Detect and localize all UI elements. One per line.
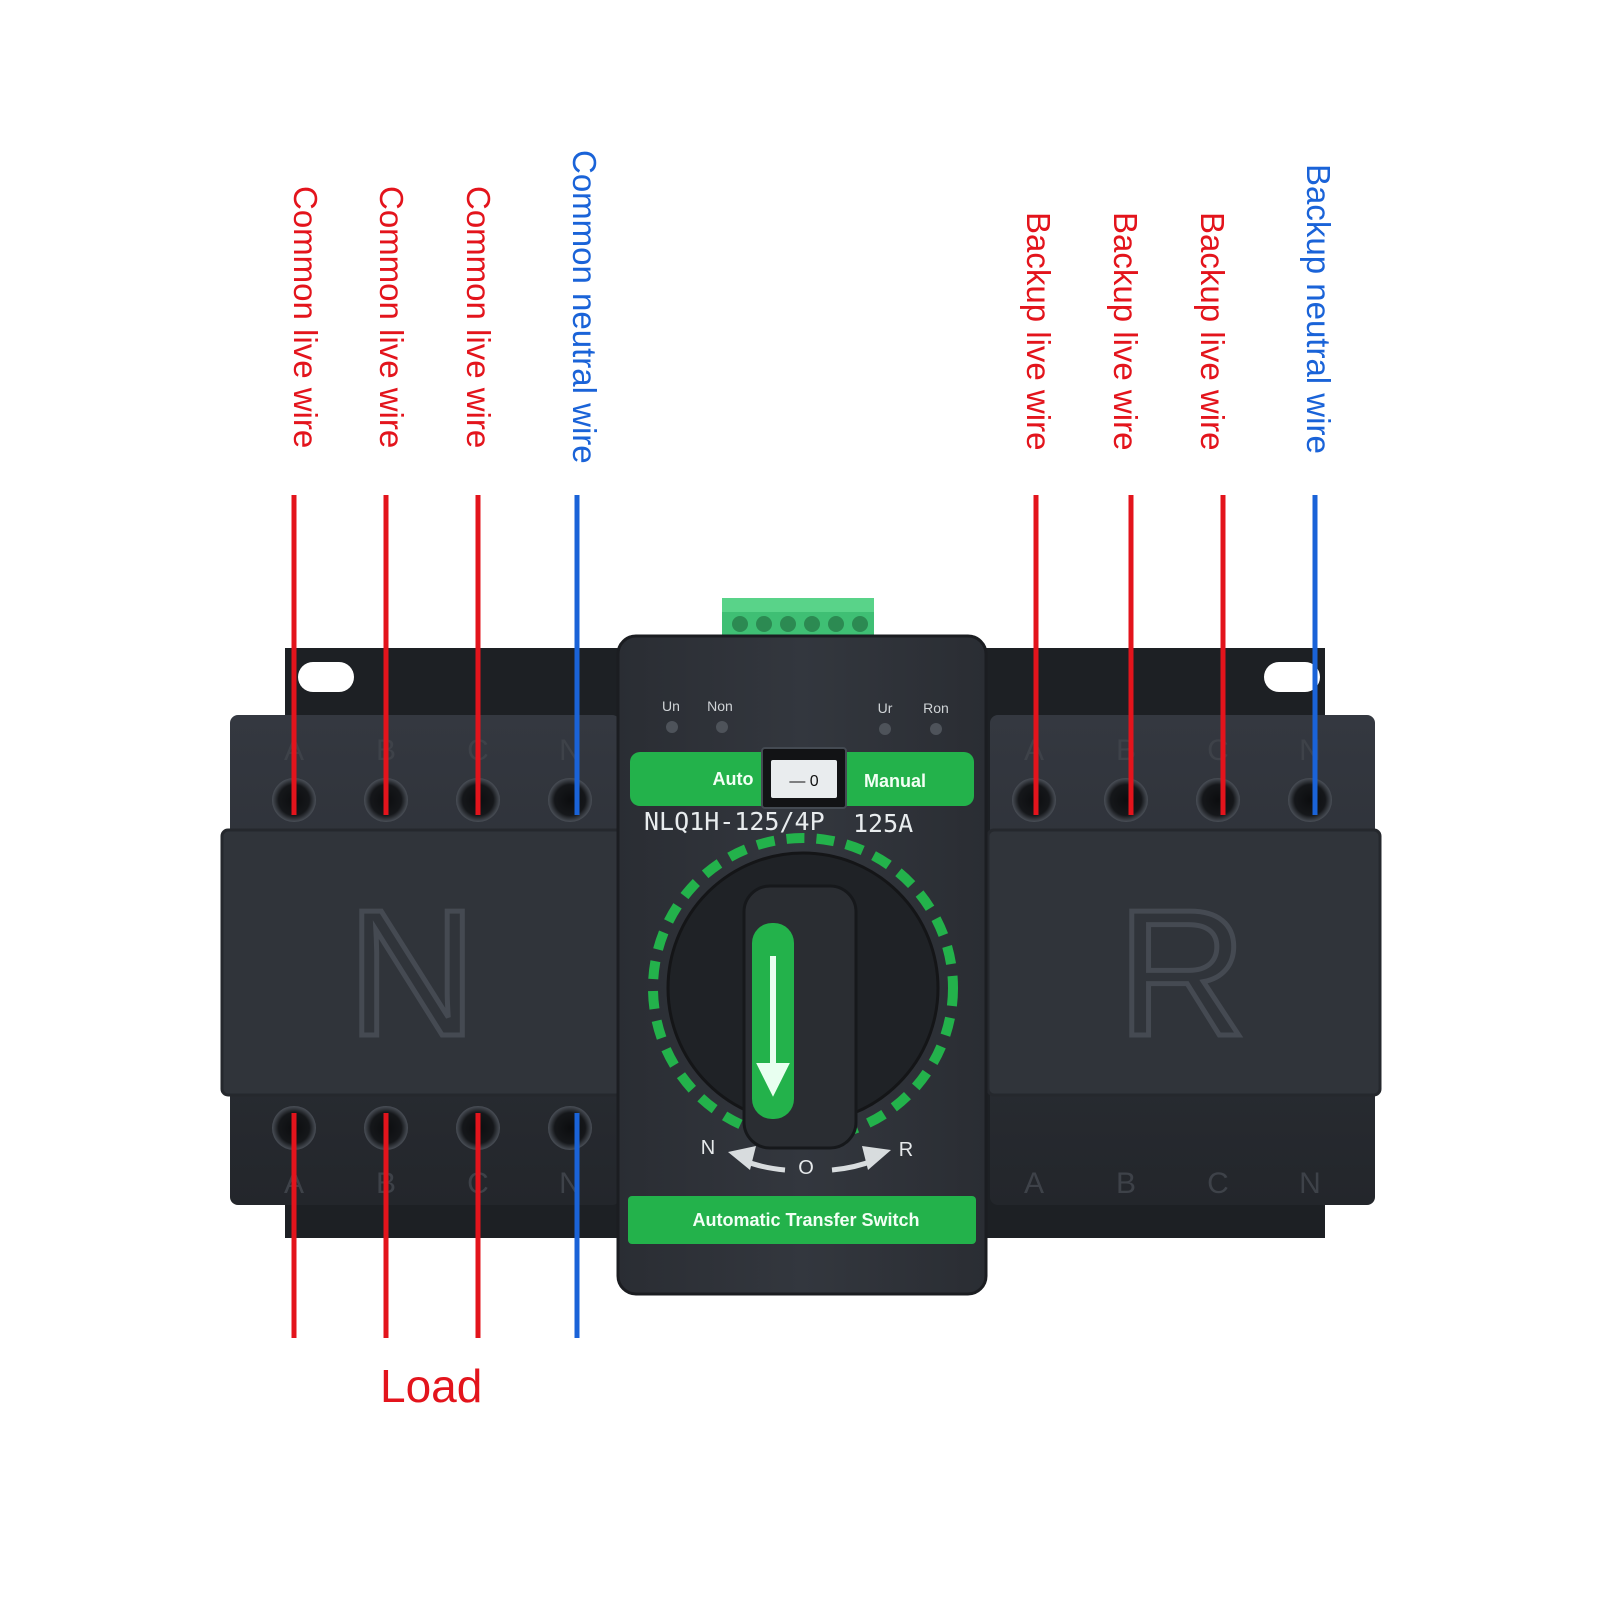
control-terminal-connector <box>722 598 874 638</box>
terminal-letter-bottom-right-c: C <box>1207 1167 1229 1200</box>
footer-strip <box>628 1196 976 1244</box>
right-block-face <box>986 828 1382 1097</box>
rotary-handle[interactable] <box>742 884 858 1150</box>
terminal-letter-top-right-c: C <box>1207 734 1229 767</box>
terminal-hole-bottom-left-n <box>548 1106 592 1150</box>
terminal-letter-bottom-right-b: B <box>1116 1167 1136 1200</box>
terminal-letter-top-right-n: N <box>1299 734 1321 767</box>
switch-body: N R A B C N A B C N A B C N A B C N <box>220 598 1382 1296</box>
indicator-led-ron <box>930 723 942 735</box>
label-common-neutral: Common neutral wire <box>566 150 603 464</box>
terminal-letter-bottom-right-a: A <box>1024 1167 1044 1200</box>
position-o: O <box>798 1157 814 1179</box>
mounting-slot-right <box>1264 662 1320 692</box>
mode-auto-label: Auto <box>713 769 754 789</box>
rotate-left-arrowhead <box>728 1146 756 1170</box>
label-common-live-1: Common live wire <box>287 186 324 448</box>
wire-labels: Common live wire Common live wire Common… <box>287 150 1337 1412</box>
handle-arrow-icon <box>756 956 790 1097</box>
label-backup-live-2: Backup live wire <box>1107 212 1144 450</box>
indicator-led-ur <box>879 723 891 735</box>
terminal-hole-top-right-n <box>1288 778 1332 822</box>
model-number: NLQ1H-125/4P <box>644 807 825 836</box>
terminal-hole-top-right-c <box>1196 778 1240 822</box>
indicator-label-un: Un <box>662 698 680 714</box>
position-n: N <box>701 1137 715 1159</box>
left-block-letter: N <box>347 873 477 1074</box>
label-backup-live-3: Backup live wire <box>1194 212 1231 450</box>
current-rating: 125A <box>853 809 913 838</box>
label-backup-live-1: Backup live wire <box>1020 212 1057 450</box>
mounting-slot-left <box>298 662 354 692</box>
indicator-label-non: Non <box>707 698 733 714</box>
mode-manual-label: Manual <box>864 771 926 791</box>
indicator-led-un <box>666 721 678 733</box>
right-block-letter: R <box>1117 873 1247 1074</box>
position-r: R <box>899 1139 913 1161</box>
indicator-label-ron: Ron <box>923 700 949 716</box>
indicator-label-ur: Ur <box>878 700 893 716</box>
label-load: Load <box>380 1360 482 1412</box>
terminal-hole-top-left-n <box>548 778 592 822</box>
wires <box>291 495 1318 1338</box>
rotate-right-arrowhead <box>862 1146 891 1170</box>
footer-title: Automatic Transfer Switch <box>692 1210 919 1230</box>
label-backup-neutral: Backup neutral wire <box>1300 164 1337 454</box>
dial-ring <box>648 833 958 1143</box>
label-common-live-2: Common live wire <box>373 186 410 448</box>
rocker-switch-marks: — 0 <box>789 773 818 790</box>
label-common-live-3: Common live wire <box>460 186 497 448</box>
terminal-letter-bottom-right-n: N <box>1299 1167 1321 1200</box>
auto-manual-rocker-switch[interactable]: — 0 <box>761 747 847 809</box>
terminal-hole-top-right-b <box>1104 778 1148 822</box>
indicator-led-non <box>716 721 728 733</box>
terminal-holes <box>272 778 1332 1150</box>
